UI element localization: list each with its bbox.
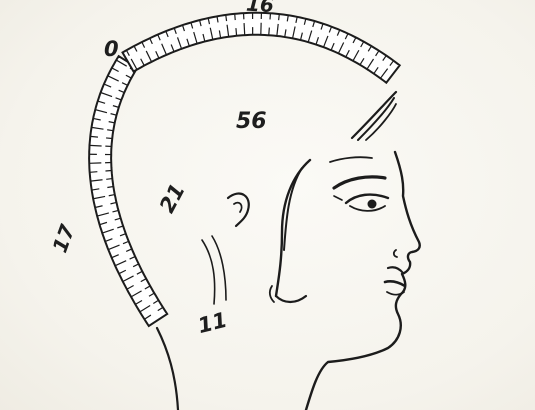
face-profile-line <box>306 152 420 410</box>
rear-arc-tape <box>89 56 167 326</box>
label-zero: 0 <box>104 37 119 61</box>
label-rear-arc: 17 <box>48 221 80 255</box>
label-horizontal-band: 56 <box>236 109 267 134</box>
measuring-tapes <box>80 13 400 326</box>
label-top-arc: 16 <box>245 0 274 17</box>
top-arc-tape <box>123 13 400 83</box>
neck-back-line <box>157 328 178 410</box>
eye <box>334 195 388 211</box>
label-bottom-strip: 11 <box>195 308 229 338</box>
hair-lock <box>276 160 310 296</box>
ear <box>228 194 249 226</box>
head-profile <box>157 92 420 410</box>
label-diagonal-band: 21 <box>155 180 190 217</box>
nostril <box>394 250 397 257</box>
hair-strands <box>202 92 396 304</box>
eyebrow <box>334 177 385 188</box>
lips <box>385 267 405 294</box>
